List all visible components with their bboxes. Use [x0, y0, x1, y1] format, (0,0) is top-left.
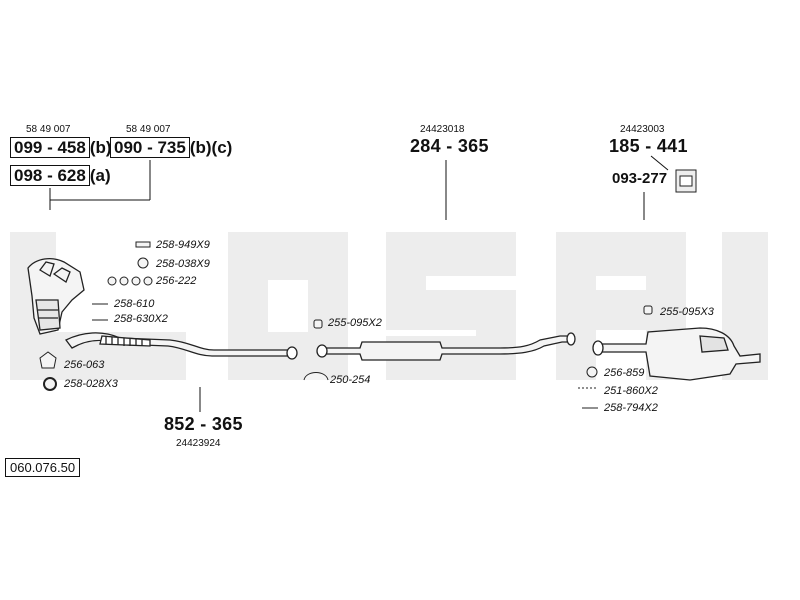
oe-number-middle: 24423018 — [420, 124, 465, 135]
oe-number-right: 58 49 007 — [126, 124, 171, 135]
accessory-label[interactable]: 256-222 — [156, 275, 197, 287]
front-pipe-drawing — [65, 332, 298, 360]
manifold-drawing — [27, 257, 85, 335]
part-099-458[interactable]: 099 - 458(b) — [10, 137, 112, 159]
middle-silencer-drawing — [316, 332, 576, 361]
accessory-label[interactable]: 258-028X3 — [64, 378, 118, 390]
part-098-628[interactable]: 098 - 628(a) — [10, 165, 111, 187]
mounting-kit-number[interactable]: 093-277 — [612, 170, 668, 187]
mount-icon — [313, 319, 323, 329]
part-852-365[interactable]: 852 - 365 — [164, 414, 243, 434]
accessory-label[interactable]: 258-949X9 — [156, 239, 210, 251]
part-suffix: (b) — [89, 138, 112, 157]
accessory-label[interactable]: 258-038X9 — [156, 258, 210, 270]
ring-icon — [43, 377, 57, 391]
part-number: 090 - 735 — [110, 137, 190, 158]
accessory-label[interactable]: 258-794X2 — [604, 402, 658, 414]
bolt-icon — [135, 241, 151, 248]
part-185-441[interactable]: 185 - 441 — [609, 136, 688, 156]
accessory-label[interactable]: 258-630X2 — [114, 313, 168, 325]
clamp-icon — [303, 372, 329, 381]
accessory-label[interactable]: 256-063 — [64, 359, 105, 371]
part-number: 098 - 628 — [10, 165, 90, 186]
part-090-735[interactable]: 090 - 735(b)(c) — [110, 137, 232, 159]
rear-silencer-drawing — [592, 327, 761, 381]
accessory-label[interactable]: 256-859 — [604, 367, 645, 379]
accessory-label[interactable]: 255-095X3 — [660, 306, 714, 318]
gasket-icon — [137, 257, 149, 269]
part-284-365[interactable]: 284 - 365 — [410, 136, 489, 156]
oe-number-front: 24423924 — [176, 438, 221, 449]
part-suffix: (b)(c) — [189, 138, 233, 157]
accessory-label[interactable]: 258-610 — [114, 298, 155, 310]
part-number: 099 - 458 — [10, 137, 90, 158]
accessory-label[interactable]: 251-860X2 — [604, 385, 658, 397]
accessory-label[interactable]: 250-254 — [330, 374, 371, 386]
diagram-code: 060.076.50 — [5, 458, 81, 477]
accessory-label[interactable]: 255-095X2 — [328, 317, 382, 329]
flange-gasket-icon — [39, 351, 57, 369]
oe-number-rear: 24423003 — [620, 124, 665, 135]
part-suffix: (a) — [89, 166, 111, 185]
oe-number-left: 58 49 007 — [26, 124, 71, 135]
